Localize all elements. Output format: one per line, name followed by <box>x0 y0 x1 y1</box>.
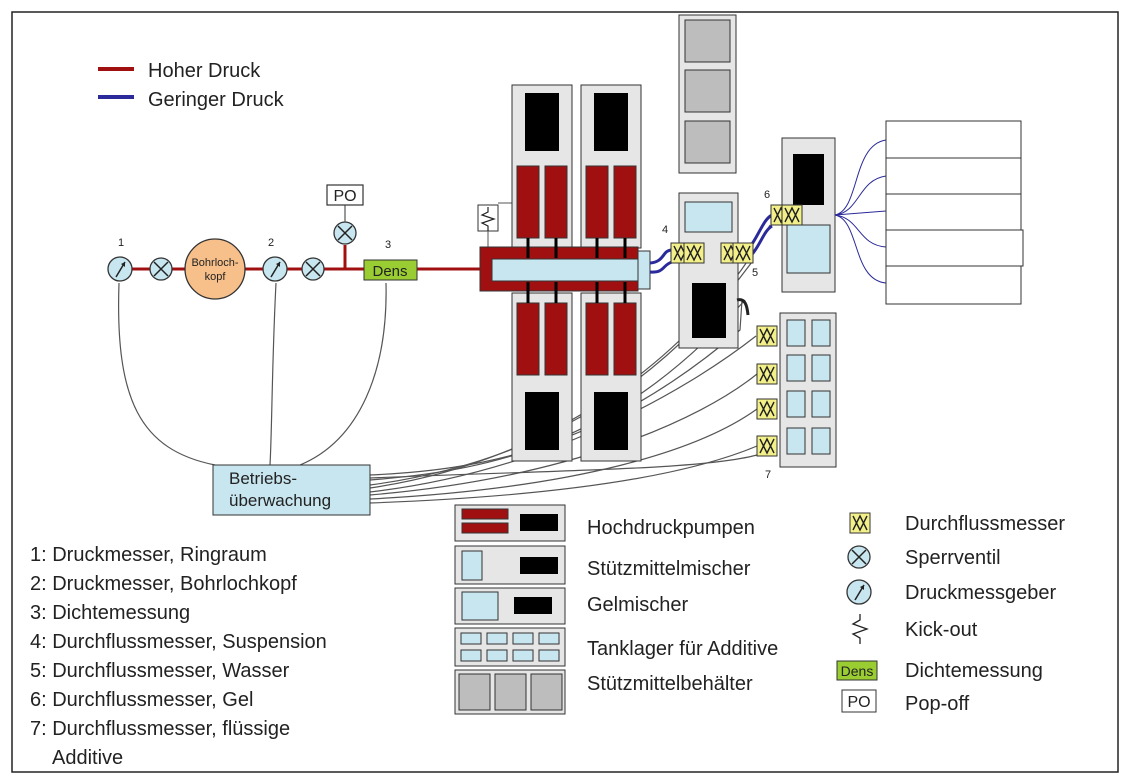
monitoring-box <box>212 464 371 516</box>
popoff-box <box>326 184 364 206</box>
manifold <box>479 246 651 292</box>
flowmeter-5b-icon <box>732 242 754 264</box>
legend-gauge-label: Druckmessgeber <box>905 582 1057 604</box>
node-number-6: 6 <box>764 189 770 201</box>
equipment-legend: Hochdruckpumpen Stützmittelmischer Gelmi… <box>587 517 778 695</box>
manifold-connectors <box>526 238 627 303</box>
list-item: 3: Dichtemessung <box>30 602 190 624</box>
legend-proppant-blender-icon <box>454 545 566 585</box>
legend-kickout-icon <box>851 614 869 644</box>
valve-2-icon <box>301 257 325 281</box>
valve-1-icon <box>149 257 173 281</box>
legend-proppant-container-icon <box>454 669 566 715</box>
node-number-4: 4 <box>662 224 668 236</box>
equipment-legend-label: Stützmittelbehälter <box>587 673 753 695</box>
legend-low-pressure: Geringer Druck <box>148 89 285 111</box>
proppant-blender <box>678 192 739 349</box>
gel-lines <box>834 139 887 284</box>
pump-truck-bottom-right <box>580 292 642 462</box>
proppant-container-top <box>678 14 737 174</box>
pump-truck-bottom-left <box>511 292 573 462</box>
pressure-gauge-2-icon <box>262 256 288 282</box>
pump-truck-top-left <box>511 84 573 249</box>
list-item: 2: Druckmesser, Bohrlochkopf <box>30 573 297 595</box>
legend-pump-icon <box>454 504 566 542</box>
legend-popoff-label: Pop-off <box>905 693 970 715</box>
equipment-legend-label: Hochdruckpumpen <box>587 517 755 539</box>
legend-po-symbol <box>841 689 877 713</box>
flowmeter-4b-icon <box>683 242 705 264</box>
equipment-legend-label: Stützmittelmischer <box>587 558 751 580</box>
list-item: 5: Durchflussmesser, Wasser <box>30 660 290 682</box>
wellhead <box>184 238 246 300</box>
legend-valve-label: Sperrventil <box>905 547 1001 569</box>
legend-dens-symbol-label: Dens <box>841 663 874 679</box>
legend-dens-label: Dichtemessung <box>905 660 1043 682</box>
legend-gel-blender-icon <box>454 587 566 625</box>
node-number-7: 7 <box>765 469 771 481</box>
legend-po-symbol-label: PO <box>847 694 870 711</box>
pressure-gauge-1-icon <box>107 256 133 282</box>
legend-flowmeter-icon <box>849 512 871 534</box>
monitoring-label-2: überwachung <box>229 491 331 510</box>
numbered-list: 1: Druckmesser, Ringraum 2: Druckmesser,… <box>30 544 327 769</box>
legend-dens-symbol <box>836 660 878 681</box>
density-label: Dens <box>372 263 407 280</box>
flowmeter-7a-icon <box>756 325 778 347</box>
blender-outlet <box>736 298 750 316</box>
equipment-legend-label: Tanklager für Additive <box>587 638 778 660</box>
legend-high-pressure: Hoher Druck <box>148 60 261 82</box>
symbol-legend: Durchflussmesser Sperrventil Druckmessge… <box>905 513 1065 715</box>
flowmeter-7c-icon <box>756 398 778 420</box>
node-number-5: 5 <box>752 267 758 279</box>
water-tanks <box>885 120 1024 305</box>
additive-tank-storage <box>779 312 837 468</box>
wellhead-label-1: Bohrloch- <box>191 257 238 269</box>
flowmeter-6b-icon <box>781 204 803 226</box>
legend-kickout-label: Kick-out <box>905 619 978 641</box>
node-number-2: 2 <box>268 237 274 249</box>
legend-flowmeter-label: Durchflussmesser <box>905 513 1065 535</box>
list-item: 7: Durchflussmesser, flüssige <box>30 718 290 740</box>
equipment-legend-label: Gelmischer <box>587 594 688 616</box>
popoff-label: PO <box>333 188 356 205</box>
list-item: 6: Durchflussmesser, Gel <box>30 689 253 711</box>
list-item: 1: Druckmesser, Ringraum <box>30 544 267 566</box>
node-number-3: 3 <box>385 239 391 251</box>
list-item: 4: Durchflussmesser, Suspension <box>30 631 327 653</box>
node-number-1: 1 <box>118 237 124 249</box>
legend-gauge-icon <box>846 579 872 605</box>
monitoring-label-1: Betriebs- <box>229 469 297 488</box>
list-item: Additive <box>52 747 123 769</box>
legend-additive-tank-icon <box>454 627 566 667</box>
pump-truck-top-right <box>580 84 642 249</box>
kickout-icon <box>480 207 496 231</box>
wellhead-label-2: kopf <box>205 271 227 283</box>
flowmeter-7b-icon <box>756 363 778 385</box>
popoff-valve-icon <box>333 221 357 245</box>
outer-border <box>11 11 1119 773</box>
flowmeter-7d-icon <box>756 435 778 457</box>
density-meter <box>363 259 418 281</box>
legend-valve-icon <box>847 545 871 569</box>
